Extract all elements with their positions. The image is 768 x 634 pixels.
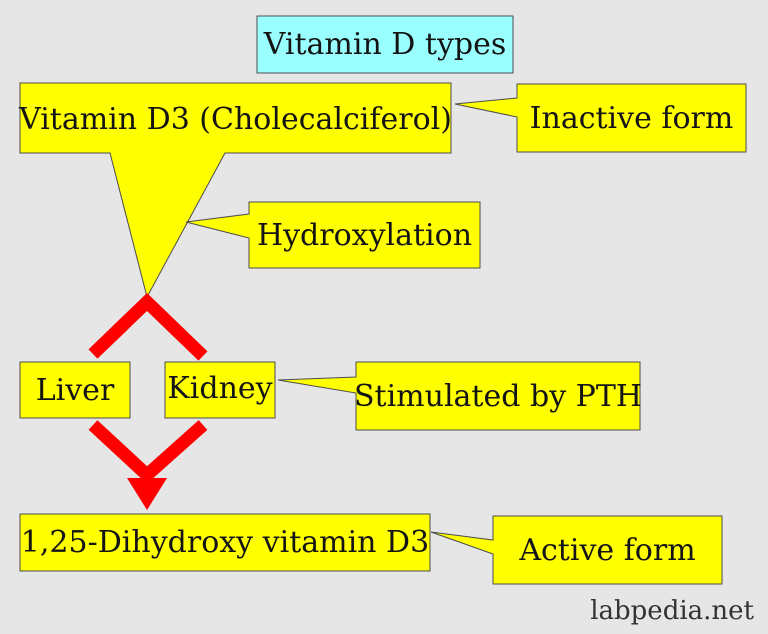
dihydroxy-box bbox=[19, 513, 431, 572]
inactive-form-label: Inactive form bbox=[529, 100, 734, 136]
conversion-arrows bbox=[88, 292, 208, 484]
active-form-callout bbox=[430, 515, 723, 585]
watermark-text: labpedia.net bbox=[590, 596, 754, 626]
diagram-title: Vitamin D types bbox=[263, 27, 507, 62]
dihydroxy-label: 1,25-Dihydroxy vitamin D3 bbox=[20, 525, 430, 560]
kidney-box bbox=[164, 361, 276, 419]
pth-callout bbox=[277, 361, 641, 431]
arrow-head-down bbox=[127, 478, 167, 510]
inactive-form-callout bbox=[454, 83, 747, 153]
arrow-upper-v bbox=[88, 292, 208, 361]
liver-box bbox=[19, 361, 131, 419]
arrow-lower-v bbox=[88, 420, 208, 484]
vitamin-d3-label: Vitamin D3 (Cholecalciferol) bbox=[19, 101, 452, 137]
title-box bbox=[256, 15, 514, 74]
vitamin-d3-callout bbox=[19, 82, 452, 299]
pth-label: Stimulated by PTH bbox=[353, 378, 643, 414]
liver-label: Liver bbox=[35, 372, 115, 408]
kidney-label: Kidney bbox=[167, 370, 273, 406]
hydroxylation-label: Hydroxylation bbox=[256, 217, 473, 253]
active-form-label: Active form bbox=[519, 532, 696, 568]
hydroxylation-callout bbox=[185, 201, 481, 269]
